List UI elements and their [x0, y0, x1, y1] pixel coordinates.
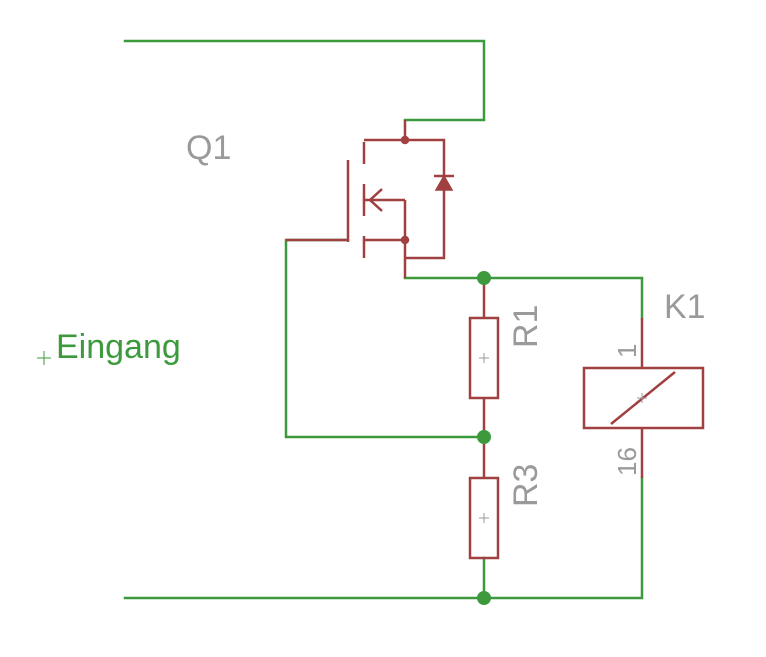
junction-dot — [477, 430, 491, 444]
relay-k1 — [582, 318, 705, 478]
input-net-label: Eingang — [56, 328, 181, 366]
q1-label: Q1 — [186, 129, 231, 167]
input-net-label-group: Eingang — [37, 328, 181, 366]
junctions — [477, 271, 491, 605]
k1-label: K1 — [664, 288, 706, 326]
k1-pin-1-label: 1 — [612, 344, 642, 358]
junction-dot — [477, 271, 491, 285]
k1-pin-16-label: 16 — [612, 447, 642, 476]
resistor-r1 — [468, 278, 500, 437]
r1-label: R1 — [507, 305, 545, 348]
gate-wire — [284, 238, 486, 439]
resistor-r3 — [468, 437, 500, 560]
body-diode-icon — [434, 174, 454, 191]
bottom-ground-wire — [123, 476, 644, 600]
r3-label: R3 — [507, 464, 545, 507]
junction-dot — [477, 591, 491, 605]
wires — [123, 39, 644, 600]
mosfet-q1 — [286, 120, 454, 278]
top-supply-wire — [123, 39, 486, 122]
